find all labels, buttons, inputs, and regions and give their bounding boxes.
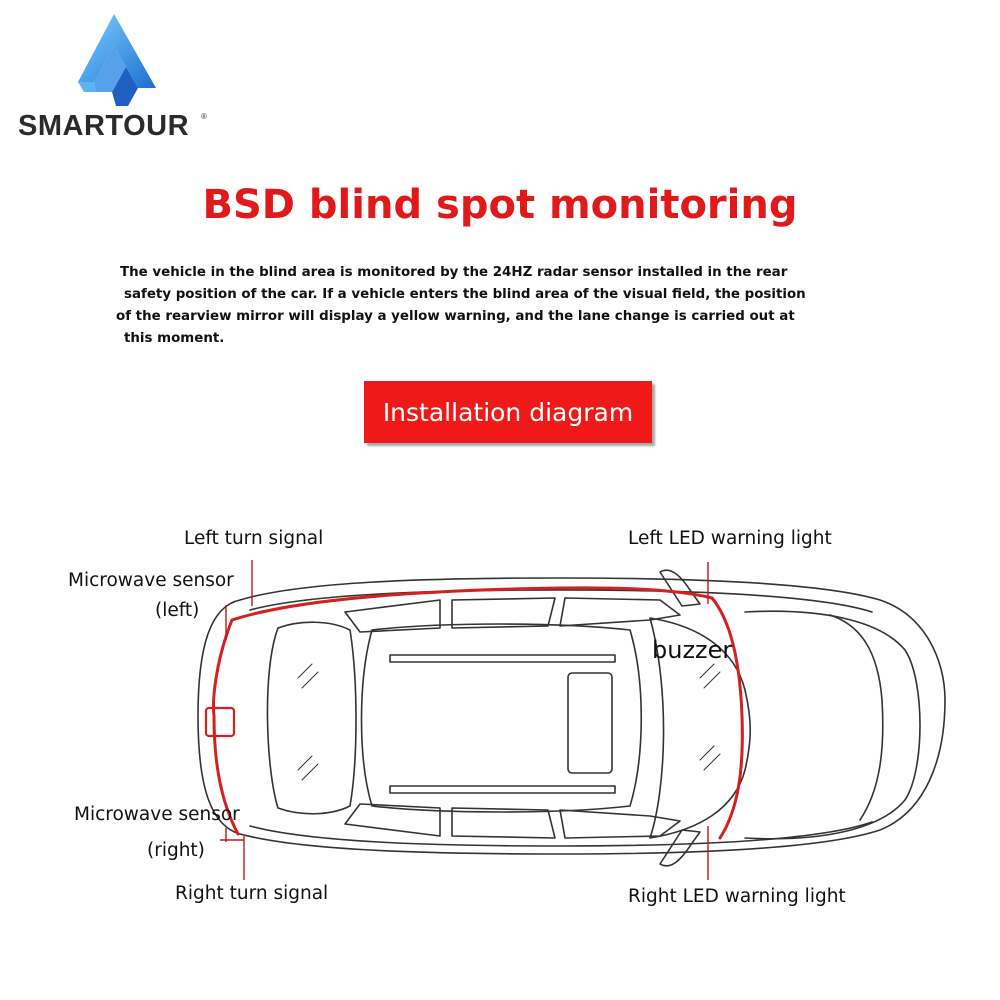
brand-name: SMARTOUR <box>18 110 190 142</box>
description-line: this moment. <box>124 331 225 346</box>
description-line: of the rearview mirror will display a ye… <box>116 309 795 324</box>
installation-diagram-button[interactable]: Installation diagram <box>364 381 652 443</box>
logo-mark-icon <box>78 14 156 106</box>
car-body-outline <box>197 577 946 855</box>
label-microwave-right-side: (right) <box>147 840 205 861</box>
sunroof <box>567 672 613 774</box>
description: The vehicle in the blind area is monitor… <box>116 262 950 350</box>
roof <box>360 623 643 813</box>
label-right-led: Right LED warning light <box>628 886 846 907</box>
car-installation-diagram <box>197 560 946 880</box>
hood <box>744 610 921 840</box>
right-mirror <box>659 829 701 867</box>
description-line: The vehicle in the blind area is monitor… <box>120 265 788 280</box>
wire-rear <box>212 618 240 836</box>
label-microwave-right: Microwave sensor <box>74 804 240 825</box>
left-mirror <box>659 569 701 607</box>
description-line: safety position of the car. If a vehicle… <box>124 287 806 302</box>
label-right-turn-signal: Right turn signal <box>175 883 329 904</box>
wire-top <box>230 586 714 622</box>
registered-mark: ® <box>201 112 207 121</box>
rear-window <box>266 621 357 815</box>
label-left-led: Left LED warning light <box>628 528 832 549</box>
label-left-turn-signal: Left turn signal <box>184 528 324 549</box>
buzzer-box <box>204 706 236 738</box>
wire-windshield <box>710 596 744 840</box>
page-title: BSD blind spot monitoring <box>202 182 798 228</box>
label-microwave-left-side: (left) <box>155 600 200 621</box>
label-buzzer: buzzer <box>652 636 733 664</box>
brand-logo: SMARTOUR ® <box>14 12 214 142</box>
label-microwave-left: Microwave sensor <box>68 570 234 591</box>
